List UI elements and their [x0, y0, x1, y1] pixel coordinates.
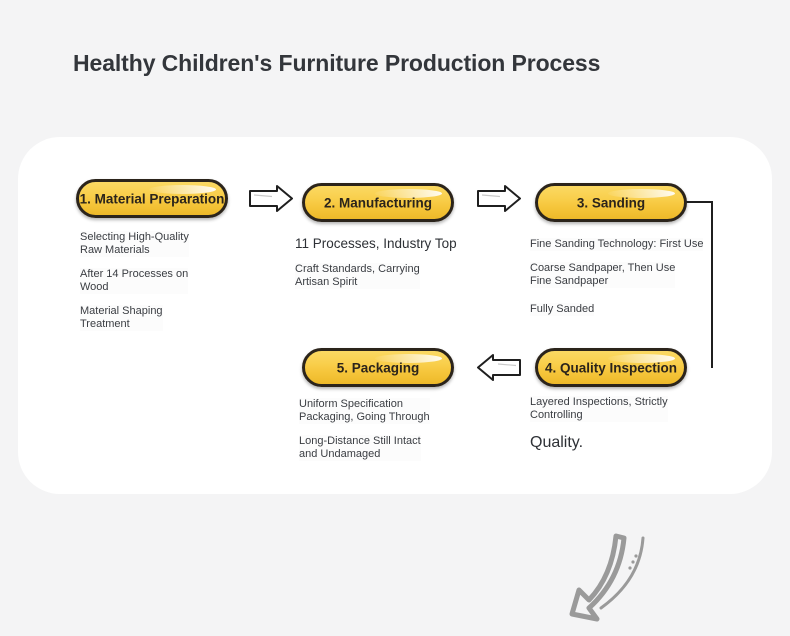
node-manufacturing[interactable]: 2. Manufacturing — [302, 183, 454, 222]
connector-3-to-4-vertical — [711, 201, 713, 368]
connector-3-to-4-horizontal — [686, 201, 713, 203]
node-sanding[interactable]: 3. Sanding — [535, 183, 687, 222]
node-label-sanding: 3. Sanding — [576, 195, 646, 210]
node-label-quality-inspection: 4. Quality Inspection — [544, 360, 678, 375]
node-label-material-preparation: 1. Material Preparation — [79, 191, 225, 206]
node-material-preparation[interactable]: 1. Material Preparation — [76, 179, 228, 218]
node-label-packaging: 5. Packaging — [336, 360, 420, 375]
node-quality-inspection[interactable]: 4. Quality Inspection — [535, 348, 687, 387]
page-title: Healthy Children's Furniture Production … — [73, 50, 601, 76]
node-label-manufacturing: 2. Manufacturing — [323, 195, 433, 210]
curved-arrow-down-left-icon — [569, 533, 645, 622]
node-packaging[interactable]: 5. Packaging — [302, 348, 454, 387]
